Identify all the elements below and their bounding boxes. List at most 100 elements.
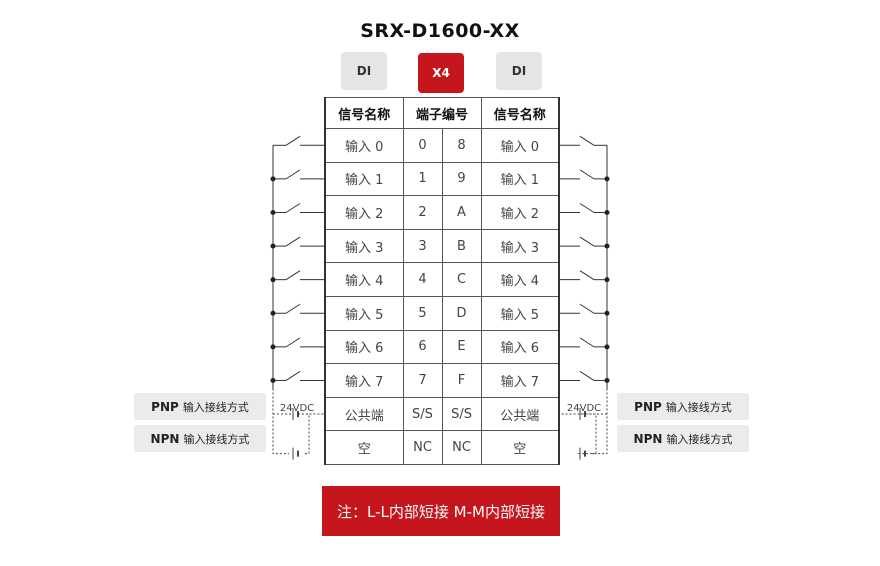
switch-left — [285, 236, 301, 247]
pnp-tag: PNP — [634, 399, 662, 414]
signal-right: 输入 4 — [480, 262, 561, 297]
junction-dot — [270, 277, 276, 283]
junction-dot — [270, 243, 276, 249]
junction-dot — [604, 277, 610, 283]
npn-tag: NPN — [633, 431, 663, 446]
tab-x4[interactable]: X4 — [418, 53, 464, 93]
signal-left: 输入 4 — [324, 262, 404, 297]
supply-wire-dashed — [272, 388, 289, 455]
signal-right: 输入 2 — [480, 195, 561, 230]
signal-right: 输入 5 — [480, 295, 561, 331]
switch-left — [285, 371, 301, 381]
terminal-b: S/S — [441, 396, 482, 432]
terminal-b: NC — [441, 430, 482, 465]
terminal-a: NC — [402, 430, 443, 465]
switch-right — [579, 270, 595, 281]
supply-label-left: 24VDC — [280, 403, 314, 414]
switch-left — [285, 270, 301, 281]
terminal-b: D — [441, 295, 482, 331]
terminal-a: 7 — [402, 363, 443, 398]
npn-tag: NPN — [150, 431, 180, 446]
supply-wire-dashed — [560, 413, 597, 455]
signal-right: 输入 1 — [480, 161, 561, 197]
switch-right — [579, 236, 595, 247]
tab-di-right[interactable]: DI — [496, 52, 542, 90]
header-signal-left: 信号名称 — [324, 97, 404, 129]
junction-dot — [604, 176, 610, 182]
signal-right: 公共端 — [480, 396, 561, 432]
terminal-a: S/S — [402, 396, 443, 432]
switch-left — [285, 135, 301, 146]
note-banner: 注：L-L内部短接 M-M内部短接 — [322, 486, 560, 536]
junction-dot — [604, 344, 610, 350]
switch-right — [579, 371, 595, 381]
header-signal-right: 信号名称 — [480, 97, 561, 129]
pnp-tag: PNP — [151, 399, 179, 414]
signal-left: 公共端 — [324, 396, 404, 432]
terminal-b: A — [441, 195, 482, 230]
signal-right: 输入 0 — [480, 128, 561, 163]
header-terminal: 端子编号 — [402, 97, 482, 129]
terminal-a: 6 — [402, 329, 443, 365]
terminal-b: 9 — [441, 161, 482, 197]
terminal-a: 3 — [402, 228, 443, 264]
switch-left — [285, 203, 301, 213]
junction-dot — [604, 209, 610, 215]
signal-left: 输入 3 — [324, 228, 404, 264]
junction-dot — [604, 243, 610, 249]
switch-right — [579, 337, 595, 348]
supply-wire-dashed — [305, 413, 324, 455]
tab-di-left[interactable]: DI — [341, 52, 387, 90]
terminal-a: 4 — [402, 262, 443, 297]
terminal-a: 1 — [402, 161, 443, 197]
supply-wire-dashed — [576, 388, 608, 455]
signal-left: 输入 5 — [324, 295, 404, 331]
signal-right: 输入 7 — [480, 363, 561, 398]
switch-left — [285, 169, 301, 180]
signal-right: 空 — [480, 430, 561, 465]
pnp-text: 输入接线方式 — [182, 400, 249, 414]
terminal-a: 0 — [402, 128, 443, 163]
terminal-a: 5 — [402, 295, 443, 331]
switch-left — [285, 337, 301, 348]
signal-right: 输入 6 — [480, 329, 561, 365]
junction-dot — [270, 209, 276, 215]
npn-text: 输入接线方式 — [183, 432, 250, 446]
signal-left: 输入 6 — [324, 329, 404, 365]
signal-right: 输入 3 — [480, 228, 561, 264]
switch-right — [579, 169, 595, 180]
junction-dot — [604, 310, 610, 316]
table-header-row: 信号名称 端子编号 信号名称 — [324, 97, 561, 129]
junction-dot — [604, 377, 610, 383]
junction-dot — [270, 377, 276, 383]
terminal-b: F — [441, 363, 482, 398]
junction-dot — [270, 176, 276, 182]
pnp-text: 输入接线方式 — [665, 400, 732, 414]
signal-left: 空 — [324, 430, 404, 465]
terminal-b: 8 — [441, 128, 482, 163]
switch-right — [579, 203, 595, 213]
terminal-b: C — [441, 262, 482, 297]
terminal-a: 2 — [402, 195, 443, 230]
npn-text: 输入接线方式 — [666, 432, 733, 446]
switch-right — [579, 303, 595, 314]
signal-left: 输入 1 — [324, 161, 404, 197]
signal-left: 输入 7 — [324, 363, 404, 398]
signal-left: 输入 0 — [324, 128, 404, 163]
supply-label-right: 24VDC — [567, 403, 601, 414]
